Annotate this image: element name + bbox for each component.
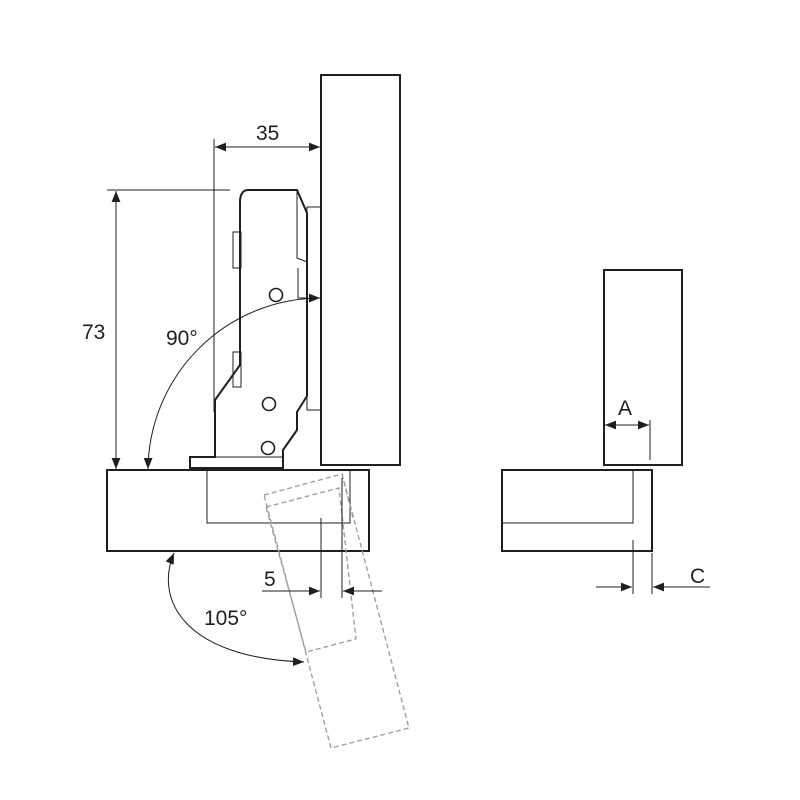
cabinet-side-panel: [320, 74, 401, 466]
hinge-arm: [189, 189, 308, 469]
hinge-rivet-2: [261, 396, 277, 412]
side-view: 35 73 90° 105° 5: [82, 74, 410, 749]
angle-105-arc: [165, 552, 305, 667]
open-door-outline: [263, 473, 410, 749]
detail-door-panel: [501, 469, 653, 552]
angle-90-arc: [143, 293, 321, 470]
angle-90-label: 90°: [166, 327, 198, 350]
hinge-arm-inner-line: [296, 190, 308, 263]
detail-side-panel: [603, 269, 683, 466]
door-panel: [106, 469, 370, 552]
detail-cup-recess: [502, 470, 634, 524]
dim-c-label: C: [690, 565, 705, 588]
hinge-arm-step: [297, 268, 307, 299]
dim-35-label: 35: [256, 122, 279, 145]
detail-view: A C: [501, 269, 710, 594]
mounting-plate: [306, 206, 322, 411]
hinge-rivet-1: [268, 287, 284, 303]
dim-73-label: 73: [82, 321, 105, 344]
adjustment-tab-upper: [232, 231, 242, 269]
dim-a-label: A: [618, 397, 632, 420]
dim-5-label: 5: [264, 568, 276, 591]
hinge-cup-recess: [206, 470, 351, 524]
angle-105-label: 105°: [204, 607, 247, 630]
hinge-rivet-3: [260, 440, 276, 456]
